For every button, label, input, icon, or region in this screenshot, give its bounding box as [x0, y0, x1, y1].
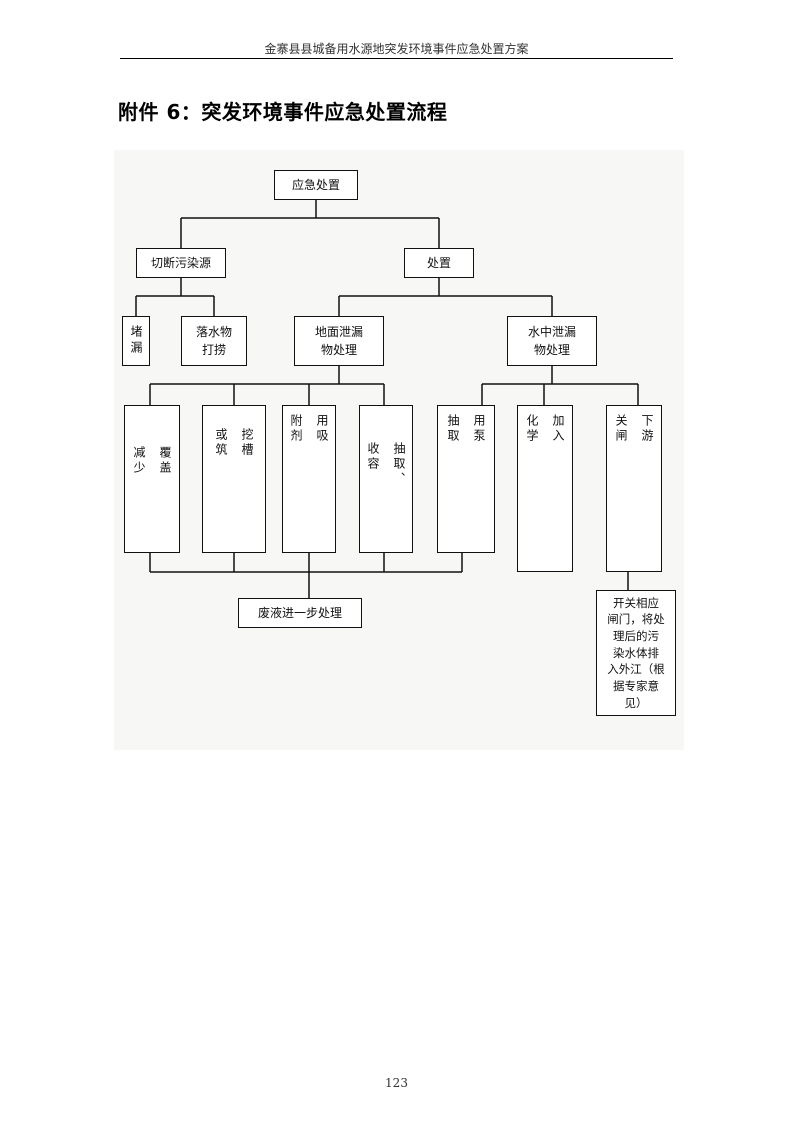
node-chemical-reaction-treatment: 加入 化学: [517, 405, 573, 572]
node-plug-leak: 堵漏: [122, 316, 150, 366]
node-open-gate-discharge: 开关相应 闸门，将处 理后的污 染水体排 入外江（根 据专家意 见）: [596, 590, 676, 716]
node-cover-reduce-evaporation: 覆盖 减少: [124, 405, 180, 553]
page-number: 123: [385, 1076, 408, 1090]
node-extract-contain-leak-liquid: 抽取、 收容: [359, 405, 413, 553]
node-dig-trench-contain: 挖槽 或筑: [202, 405, 266, 553]
node-downstream-gate-dam: 下游 关闸: [606, 405, 662, 572]
node-pump-absorbent-contain: 用泵 抽取: [437, 405, 495, 553]
node-dispose: 处置: [404, 248, 474, 278]
page-title: 附件 6：突发环境事件应急处置流程: [118, 100, 448, 124]
node-absorbent-chemical-residue: 用吸 附剂: [282, 405, 336, 553]
node-waste-liquid-further-treatment: 废液进一步处理: [238, 598, 362, 628]
node-cut-pollution-source: 切断污染源: [136, 248, 226, 278]
node-salvage-fallen-objects: 落水物 打捞: [181, 316, 247, 366]
node-ground-leak-treatment: 地面泄漏 物处理: [294, 316, 384, 366]
flowchart-connectors: [135, 200, 639, 598]
header-divider: [120, 58, 673, 59]
node-water-leak-treatment: 水中泄漏 物处理: [507, 316, 597, 366]
node-emergency-response: 应急处置: [274, 170, 358, 200]
page-header: 金寨县县城备用水源地突发环境事件应急处置方案: [264, 42, 529, 56]
flowchart: 应急处置 切断污染源 处置 堵漏 落水物 打捞 地面泄漏 物处理 水中泄漏 物处…: [114, 150, 684, 750]
